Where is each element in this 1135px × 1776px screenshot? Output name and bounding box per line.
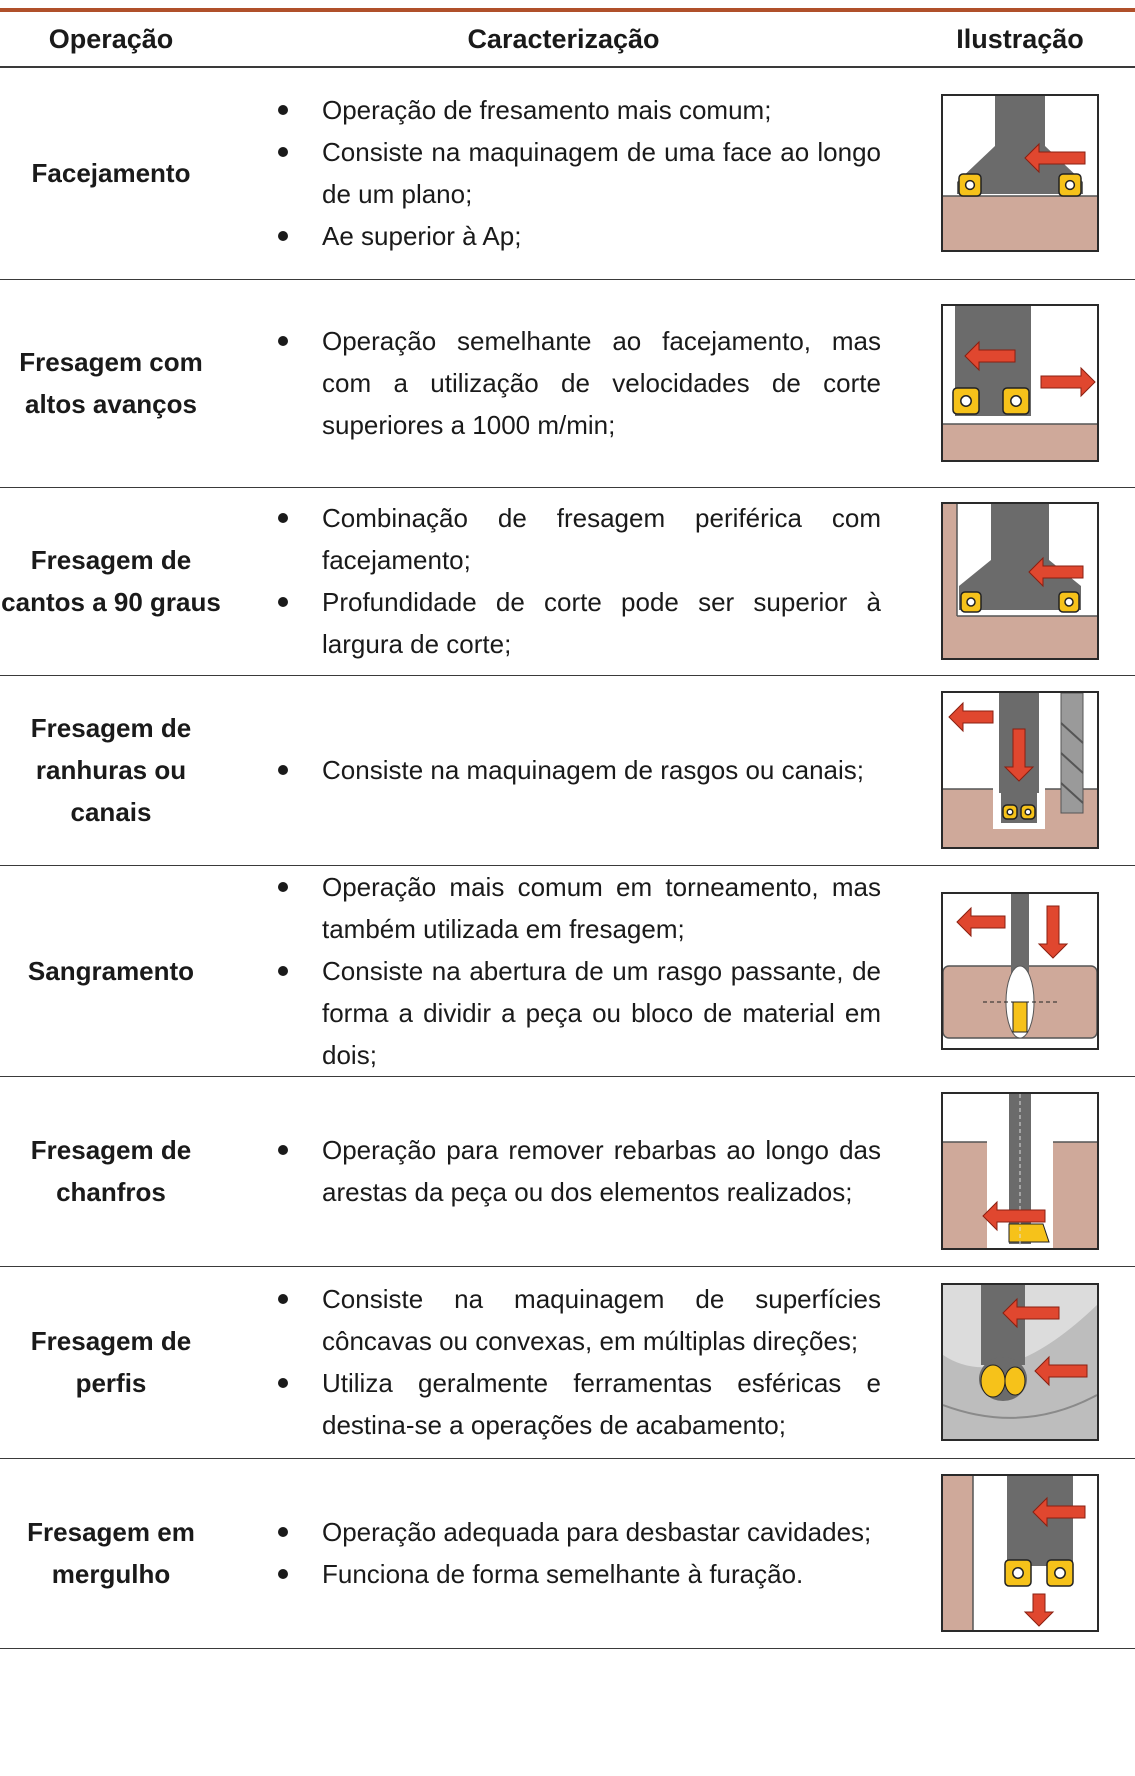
illustration-cell — [905, 1076, 1135, 1267]
operations-table: Operação Caracterização Ilustração Facej… — [0, 12, 1135, 1649]
bullet-item: Consiste na maquinagem de superfícies cô… — [222, 1278, 905, 1362]
characterization-cell: Operação de fresamento mais comum;Consis… — [222, 67, 905, 280]
characterization-cell: Operação adequada para desbastar cavidad… — [222, 1458, 905, 1649]
bullet-list: Combinação de fresagem periférica com fa… — [222, 497, 905, 665]
bullet-item: Ae superior à Ap; — [222, 215, 905, 257]
operation-name: Facejamento — [0, 67, 222, 280]
characterization-cell: Consiste na maquinagem de superfícies cô… — [222, 1266, 905, 1459]
header-characterization: Caracterização — [222, 12, 905, 68]
operation-name: Fresagem em mergulho — [0, 1458, 222, 1649]
slot-milling-icon — [941, 691, 1099, 849]
characterization-cell: Operação para remover rebarbas ao longo … — [222, 1076, 905, 1267]
bullet-list: Operação para remover rebarbas ao longo … — [222, 1129, 905, 1213]
header-illustration: Ilustração — [905, 12, 1135, 68]
bullet-item: Profundidade de corte pode ser superior … — [222, 581, 905, 665]
bullet-list: Consiste na maquinagem de superfícies cô… — [222, 1278, 905, 1446]
characterization-cell: Operação semelhante ao facejamento, mas … — [222, 279, 905, 488]
chamfer-milling-icon — [941, 1092, 1099, 1250]
bullet-list: Operação de fresamento mais comum;Consis… — [222, 89, 905, 257]
high-feed-milling-icon — [941, 304, 1099, 462]
top-rule — [0, 8, 1135, 12]
plunge-milling-icon — [941, 1474, 1099, 1632]
parting-off-icon — [941, 891, 1099, 1050]
illustration-cell — [905, 865, 1135, 1077]
illustration-cell — [905, 1458, 1135, 1649]
operation-name: Fresagem de chanfros — [0, 1076, 222, 1267]
bullet-item: Consiste na maquinagem de uma face ao lo… — [222, 131, 905, 215]
bullet-item: Operação de fresamento mais comum; — [222, 89, 905, 131]
bullet-item: Operação para remover rebarbas ao longo … — [222, 1129, 905, 1213]
operation-name: Fresagem de cantos a 90 graus — [0, 487, 222, 676]
bullet-item: Operação adequada para desbastar cavidad… — [222, 1511, 905, 1553]
bullet-item: Funciona de forma semelhante à furação. — [222, 1553, 905, 1595]
bullet-item: Consiste na abertura de um rasgo passant… — [222, 950, 905, 1076]
characterization-cell: Combinação de fresagem periférica com fa… — [222, 487, 905, 676]
operation-name: Fresagem de ranhuras ou canais — [0, 675, 222, 866]
bullet-item: Operação semelhante ao facejamento, mas … — [222, 320, 905, 446]
bullet-list: Consiste na maquinagem de rasgos ou cana… — [222, 749, 905, 791]
characterization-cell: Operação mais comum em torneamento, mas … — [222, 865, 905, 1077]
bullet-list: Operação semelhante ao facejamento, mas … — [222, 320, 905, 446]
operation-name: Sangramento — [0, 865, 222, 1077]
illustration-cell — [905, 279, 1135, 488]
operation-name: Fresagem com altos avanços — [0, 279, 222, 488]
bullet-list: Operação mais comum em torneamento, mas … — [222, 866, 905, 1076]
illustration-cell — [905, 67, 1135, 280]
illustration-cell — [905, 675, 1135, 866]
characterization-cell: Consiste na maquinagem de rasgos ou cana… — [222, 675, 905, 866]
operation-name: Fresagem de perfis — [0, 1266, 222, 1459]
bullet-item: Combinação de fresagem periférica com fa… — [222, 497, 905, 581]
header-operation: Operação — [0, 12, 222, 68]
profile-milling-icon — [941, 1283, 1099, 1441]
bullet-item: Utiliza geralmente ferramentas esféricas… — [222, 1362, 905, 1446]
illustration-cell — [905, 487, 1135, 676]
bullet-item: Consiste na maquinagem de rasgos ou cana… — [222, 749, 905, 791]
table-header: Operação Caracterização Ilustração — [0, 12, 1135, 68]
face-milling-icon — [941, 94, 1099, 253]
bullet-list: Operação adequada para desbastar cavidad… — [222, 1511, 905, 1595]
illustration-cell — [905, 1266, 1135, 1459]
bullet-item: Operação mais comum em torneamento, mas … — [222, 866, 905, 950]
square-shoulder-milling-icon — [941, 502, 1099, 660]
